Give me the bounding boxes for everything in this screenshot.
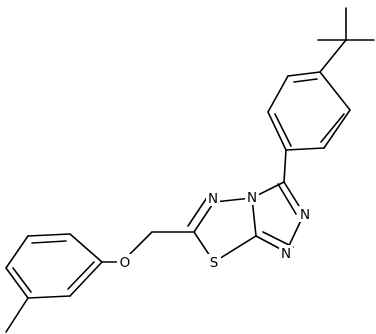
- atom-n1-label: N: [208, 191, 218, 207]
- atom-n2-label: N: [300, 207, 310, 223]
- atom-o1: O: [117, 254, 133, 271]
- atom-n2: N: [298, 206, 312, 223]
- atom-o1-label: O: [120, 255, 131, 271]
- tert-butylphenyl-ring: [267, 71, 351, 151]
- methylene-ether-linker: [101, 231, 195, 263]
- atom-s1: S: [207, 254, 221, 271]
- tert-butyl-group: [317, 7, 375, 73]
- triazole-ring: [251, 181, 305, 253]
- atom-n3: N: [279, 245, 293, 262]
- atom-s1-label: S: [210, 255, 219, 271]
- atom-n3-label: N: [281, 246, 291, 262]
- tolyl-ring: [5, 233, 103, 299]
- atom-n1: N: [206, 190, 220, 207]
- atom-n4-label: N: [247, 190, 257, 206]
- aryl-link-bond: [283, 149, 287, 183]
- thiadiazole-ring: [187, 195, 257, 263]
- methyl-bond: [5, 297, 29, 333]
- atom-n4: N: [245, 189, 259, 206]
